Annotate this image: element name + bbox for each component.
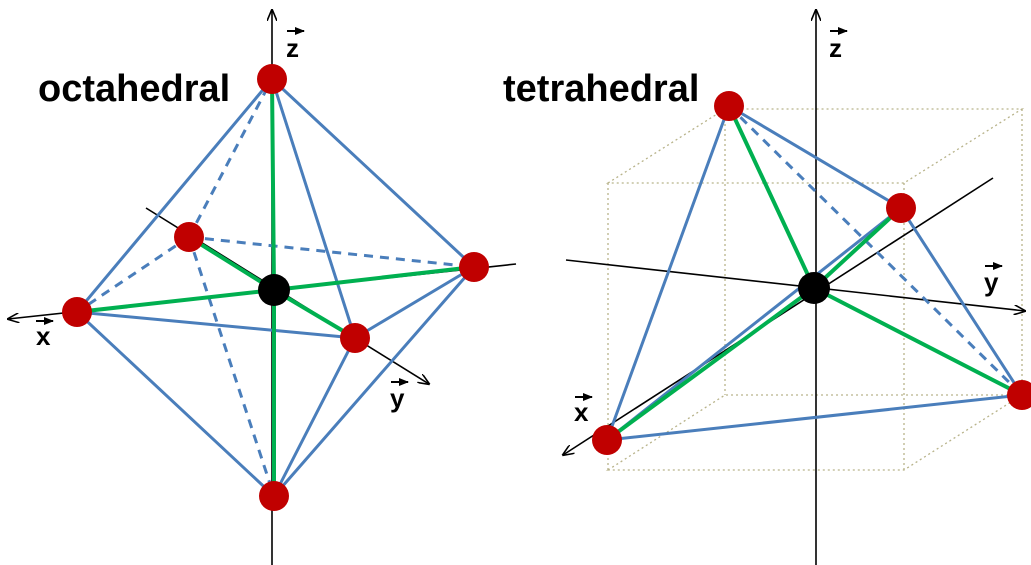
tet-x-label: x <box>574 393 593 427</box>
oct-bond <box>75 288 276 314</box>
tet-z-label: z <box>829 27 848 63</box>
oct-ligand <box>259 481 289 511</box>
svg-text:x: x <box>574 397 589 427</box>
svg-text:z: z <box>286 33 299 63</box>
tet-y-axis <box>565 259 1025 311</box>
tet-edge-dashed <box>727 104 1024 397</box>
svg-text:y: y <box>390 383 405 413</box>
oct-ligand <box>62 297 92 327</box>
oct-edge <box>353 265 476 340</box>
tet-ligand <box>886 193 916 223</box>
tet-bond <box>812 286 1024 397</box>
tet-edge <box>727 104 903 210</box>
oct-edge-dashed <box>187 78 274 238</box>
oct-x-label: x <box>36 317 54 351</box>
oct-edge-dashed <box>187 236 276 497</box>
tet-metal-center <box>798 272 830 304</box>
oct-bond <box>187 235 276 292</box>
tet-edge <box>605 206 903 442</box>
oct-z-label: z <box>286 27 305 63</box>
tet-bond <box>727 104 816 290</box>
oct-metal-center <box>258 274 290 306</box>
tet-ligand <box>1007 380 1031 410</box>
oct-y-label: y <box>390 378 409 413</box>
oct-edge <box>270 77 357 340</box>
oct-ligand <box>257 64 287 94</box>
octahedral-diagram: z x y <box>8 10 517 565</box>
tet-bond <box>605 286 816 442</box>
oct-bond <box>270 77 276 292</box>
oct-edge <box>272 265 476 498</box>
tet-ligand <box>592 425 622 455</box>
oct-edge <box>270 77 476 269</box>
tetrahedral-title: tetrahedral <box>503 68 700 110</box>
oct-edge <box>75 310 276 498</box>
tet-edge <box>605 393 1024 442</box>
oct-edge <box>272 336 357 498</box>
oct-edge <box>75 77 274 314</box>
oct-ligand <box>174 222 204 252</box>
tet-edge <box>899 206 1024 397</box>
tet-y-label: y <box>984 262 1003 297</box>
oct-bond <box>272 265 476 292</box>
svg-text:y: y <box>984 267 999 297</box>
svg-text:x: x <box>36 321 51 351</box>
tet-ligand <box>714 91 744 121</box>
tet-bond <box>812 206 903 290</box>
octahedral-title: octahedral <box>38 68 231 110</box>
oct-ligand <box>459 252 489 282</box>
oct-edge-dashed <box>76 235 190 314</box>
tetrahedral-diagram: z y x <box>563 10 1031 565</box>
tet-edge <box>605 104 731 442</box>
oct-ligand <box>340 323 370 353</box>
oct-edge <box>75 310 357 340</box>
svg-text:z: z <box>829 33 842 63</box>
